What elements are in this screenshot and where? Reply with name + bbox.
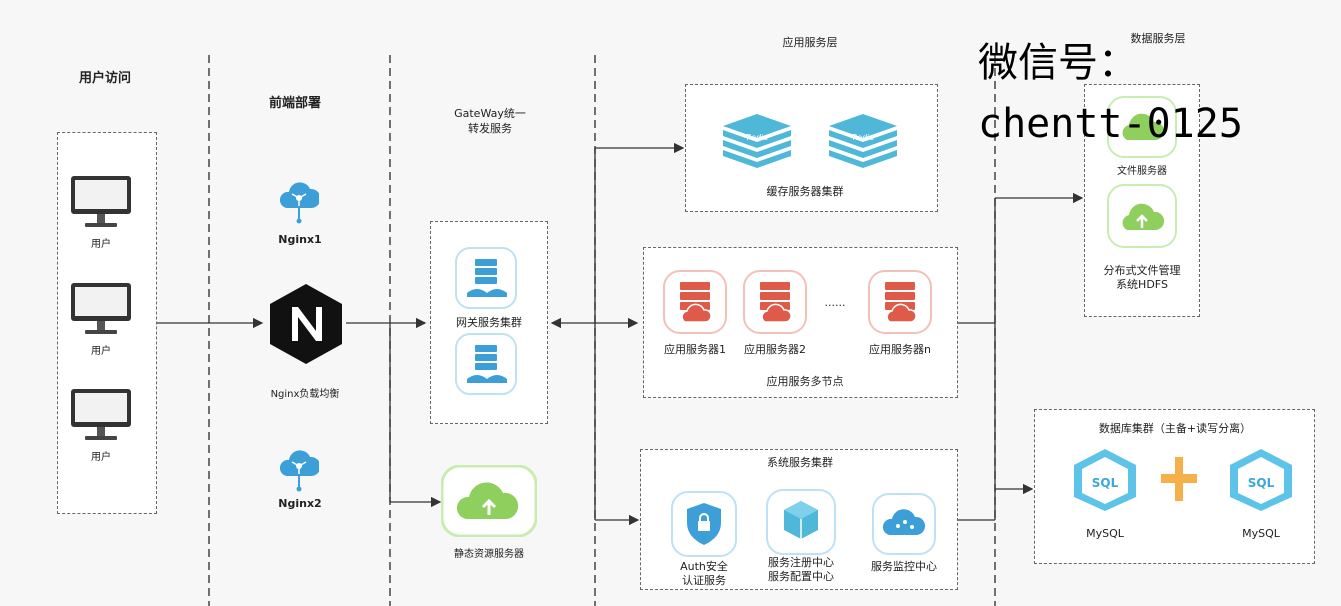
cloud-upload-icon — [440, 464, 538, 541]
hdfs-label-2: 系统HDFS — [1116, 278, 1168, 291]
hdfs-label-1: 分布式文件管理 — [1103, 264, 1181, 277]
sql-text: SQL — [1248, 476, 1275, 490]
sql-text: SQL — [1092, 476, 1119, 490]
cloud-upload-icon — [1107, 184, 1177, 252]
cloud-network-icon — [279, 444, 321, 496]
server-cloud-icon — [743, 270, 807, 338]
redis-text: Redis — [852, 133, 874, 142]
cloud-monitor-icon — [872, 493, 936, 559]
monitor-icon — [70, 282, 132, 342]
cloud-upload-icon — [1107, 96, 1177, 162]
layer-title-gateway-1: GateWay统一 — [454, 107, 526, 120]
gateway-cluster-label: 网关服务集群 — [456, 316, 522, 329]
monitor-icon — [70, 388, 132, 448]
layer-title-user-access: 用户访问 — [78, 71, 131, 86]
layer-title-app: 应用服务层 — [782, 36, 838, 49]
redis-text: Redis — [746, 133, 768, 142]
layer-title-data: 数据服务层 — [1130, 32, 1186, 45]
layer-title-frontend: 前端部署 — [268, 96, 321, 111]
mysql-cube-icon: SQL — [1226, 447, 1296, 517]
redis-icon: Redis — [721, 112, 793, 172]
system-cluster-label: 系统服务集群 — [767, 456, 833, 469]
user-label: 用户 — [91, 239, 111, 250]
nginx-lb-label: Nginx负载均衡 — [270, 389, 340, 400]
server-hand-icon — [455, 247, 517, 313]
cube-network-icon — [766, 489, 836, 559]
auth-label-1: Auth安全 — [680, 560, 728, 573]
cloud-network-icon — [279, 176, 321, 228]
layer-title-gateway-2: 转发服务 — [468, 122, 512, 135]
cache-cluster-label: 缓存服务器集群 — [766, 185, 844, 198]
plus-icon — [1161, 457, 1197, 505]
app-server-2-label: 应用服务器2 — [744, 343, 806, 356]
nginx1-label: Nginx1 — [278, 233, 322, 246]
static-server-label: 静态资源服务器 — [454, 549, 524, 560]
redis-icon: Redis — [827, 112, 899, 172]
auth-label-2: 认证服务 — [682, 574, 726, 587]
db-cluster-label: 数据库集群（主备+读写分离） — [1098, 422, 1252, 435]
registry-label-1: 服务注册中心 — [768, 556, 834, 569]
server-cloud-icon — [663, 270, 727, 338]
server-hand-icon — [455, 333, 517, 399]
app-nodes-label: 应用服务多节点 — [766, 375, 844, 388]
monitor-center-label: 服务监控中心 — [871, 560, 937, 573]
watermark-line2: chentt-0125 — [978, 101, 1243, 147]
mysql-label: MySQL — [1086, 527, 1124, 540]
ellipsis-text: ...... — [824, 296, 846, 309]
watermark-line1: 微信号： — [978, 40, 1138, 86]
registry-label-2: 服务配置中心 — [768, 570, 834, 583]
app-server-n-label: 应用服务器n — [869, 343, 931, 356]
file-server-label: 文件服务器 — [1117, 166, 1167, 177]
shield-lock-icon — [671, 491, 737, 561]
mysql-cube-icon: SQL — [1070, 447, 1140, 517]
mysql-label: MySQL — [1242, 527, 1280, 540]
app-server-1-label: 应用服务器1 — [664, 343, 726, 356]
server-cloud-icon — [868, 270, 932, 338]
cache-cluster-box — [685, 84, 938, 212]
user-label: 用户 — [91, 452, 111, 463]
nginx2-label: Nginx2 — [278, 497, 322, 510]
user-label: 用户 — [91, 346, 111, 357]
monitor-icon — [70, 175, 132, 235]
nginx-logo-icon — [266, 283, 346, 369]
